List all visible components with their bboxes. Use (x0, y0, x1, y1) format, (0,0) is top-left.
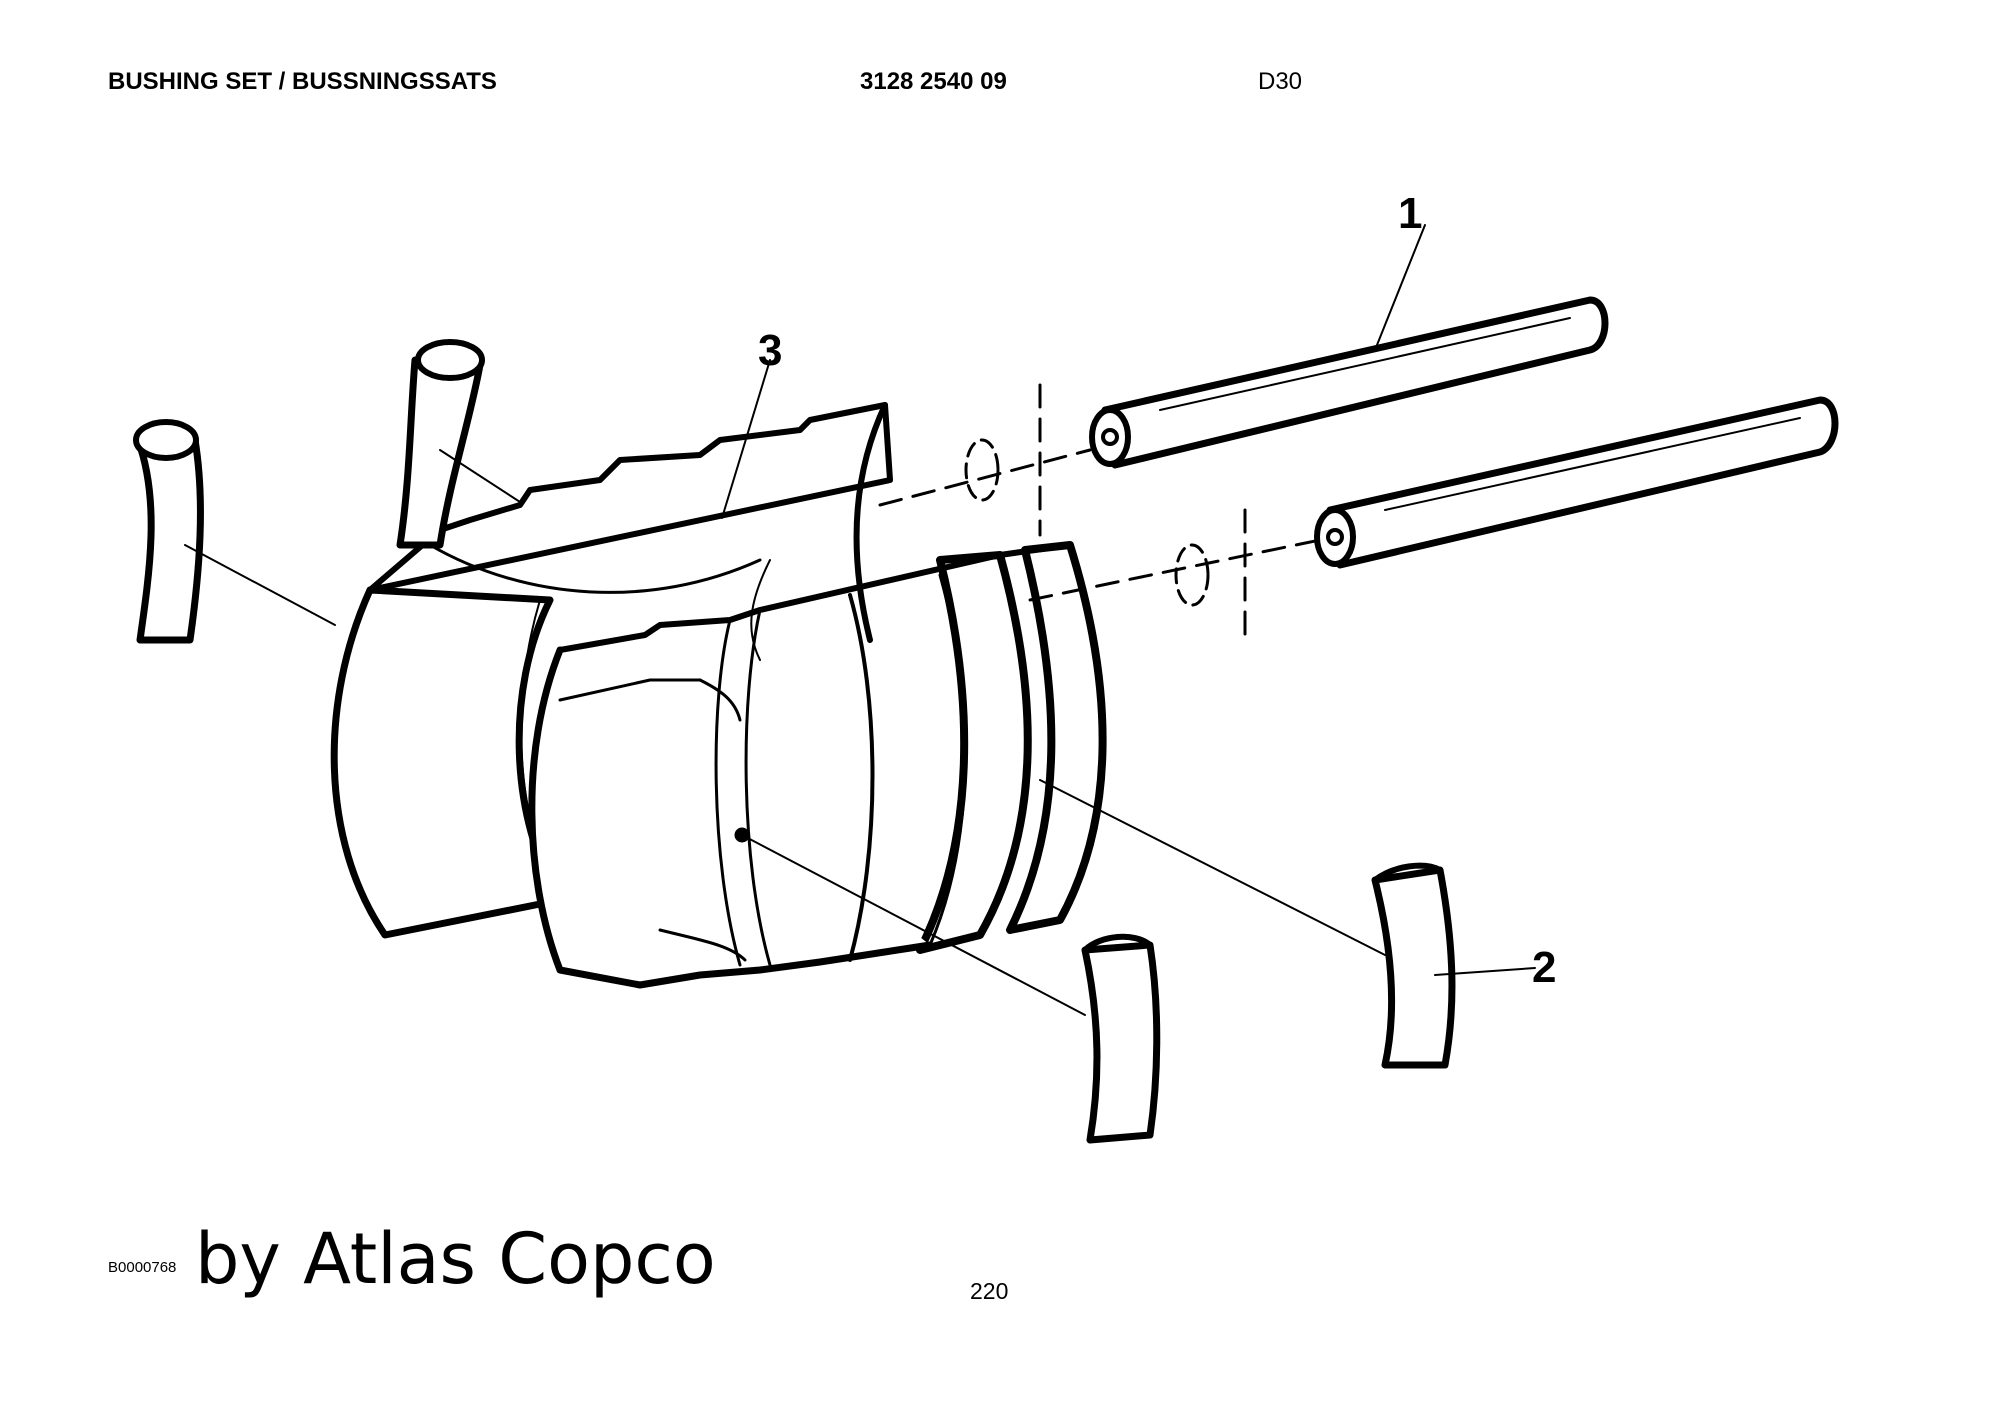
figure-reference: B0000768 (108, 1259, 177, 1276)
hole-circle-upper (964, 438, 1000, 502)
document-title: BUSHING SET / BUSSNINGSSATS (108, 68, 497, 95)
hole-circle-lower (1174, 543, 1210, 607)
pin-lower (1314, 396, 1839, 569)
callout-2: 2 (1532, 943, 1556, 992)
callout-3: 3 (758, 326, 782, 375)
pin-upper (1089, 296, 1609, 469)
plug-bottom-center (1081, 933, 1161, 1144)
bushing-rings (528, 541, 1107, 989)
page-number: 220 (970, 1278, 1009, 1304)
plug-upper-left (396, 339, 485, 549)
bushing-housing (330, 402, 893, 939)
plug-left (133, 419, 204, 644)
plug-bottom-right (1371, 862, 1456, 1069)
brand-text: by Atlas Copco (195, 1218, 716, 1300)
callout-1: 1 (1398, 189, 1422, 238)
part-number: 3128 2540 09 (860, 68, 1007, 95)
leader-lines (184, 224, 1536, 1016)
model-code: D30 (1258, 68, 1303, 95)
